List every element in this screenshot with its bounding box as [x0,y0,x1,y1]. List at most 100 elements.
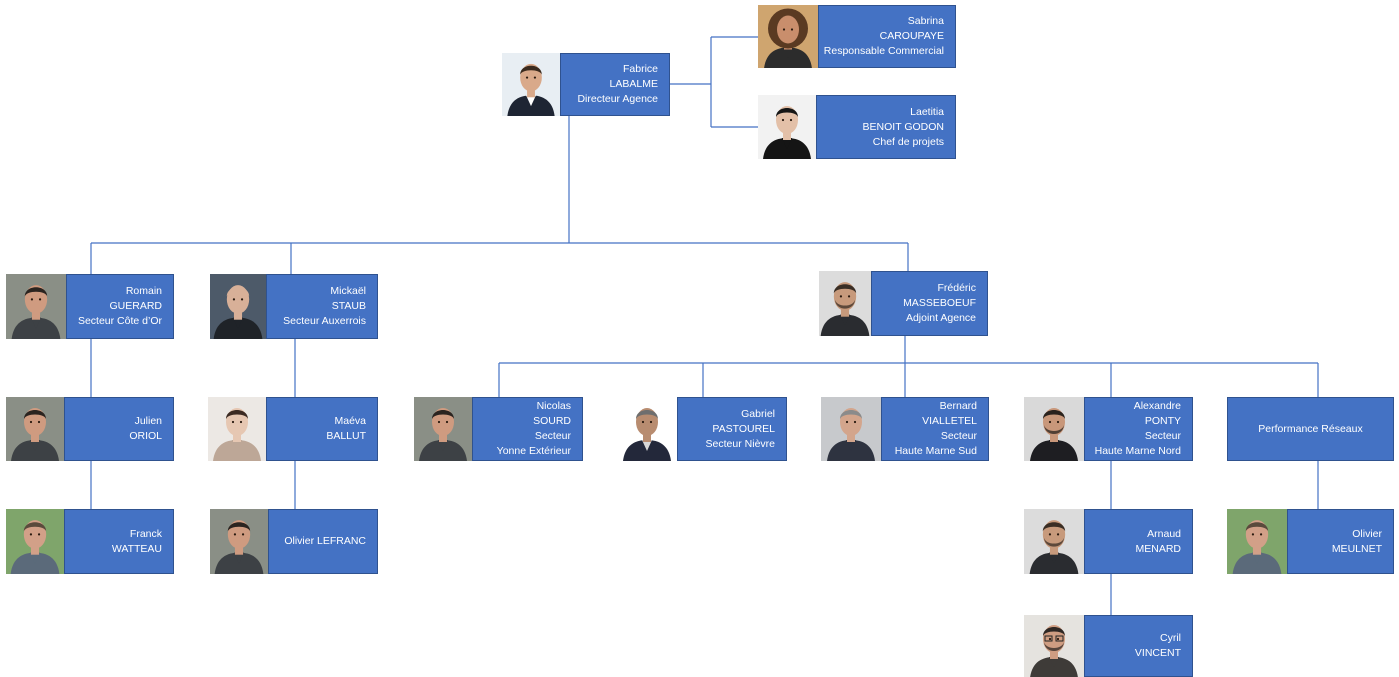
person-photo-icon [1024,397,1084,461]
org-node-text: MASSEBOEUF [903,297,976,309]
org-node-text: Alexandre [1133,400,1181,412]
org-node-text: Laetitia [910,105,944,118]
person-photo-icon [1024,509,1084,574]
org-node-text: Frédéric [937,282,976,294]
org-node-text: Secteur Nièvre [705,437,775,450]
person-photo-icon [1024,615,1084,677]
org-node-text: Arnaud [1147,527,1181,540]
person-photo-icon [210,509,268,574]
org-node-label: Performance Réseaux [1227,397,1394,461]
org-node-text: Cyril [1160,632,1181,644]
org-node-text: Maéva [334,415,366,427]
org-node-text: Secteur [534,430,571,442]
person-photo-icon [208,397,266,461]
org-node-text: Romain [125,285,162,297]
org-node-text: BENOIT GODON [862,120,944,133]
org-node-text: MENARD [1135,542,1181,555]
org-node-text: Secteur [1144,430,1181,442]
person-photo-icon [502,53,560,116]
org-node-text: Fabrice [622,63,658,75]
org-node-text: Haute Marne Nord [1094,445,1181,457]
person-photo-icon [414,397,472,461]
org-node-text: ORIOL [129,430,162,442]
org-node-text: Olivier [1352,527,1382,540]
person-photo-icon [210,274,266,339]
org-node-text: Performance Réseaux [1258,422,1363,435]
org-node-text: Franck [129,527,162,540]
org-node-label: Olivier LEFRANC [268,509,378,574]
org-node-text: Directeur Agence [577,93,658,105]
org-node-perf: Performance Réseaux [1227,397,1394,461]
org-node-text: Bernard [939,400,977,412]
org-node-text: STAUB [331,300,366,312]
person-photo-icon [821,397,881,461]
org-node-text: Adjoint Agence [905,312,976,324]
org-node-olivierl: Olivier LEFRANC [210,509,378,574]
org-node-text: Mickaël [330,285,366,297]
org-node-text: VINCENT [1134,647,1181,659]
person-photo-icon [6,274,66,339]
org-node-text: Olivier LEFRANC [284,535,366,547]
org-node-text: GUERARD [109,300,162,312]
person-photo-icon [819,271,871,336]
org-node-text: Secteur Côte d’Or [77,315,162,327]
org-node-text: PONTY [1144,415,1181,427]
org-node-text: Gabriel [741,407,775,420]
person-photo-icon [617,397,677,461]
org-node-text: MEULNET [1331,542,1382,555]
org-node-text: Yonne Extérieur [496,445,571,457]
person-photo-icon [758,95,816,159]
org-node-text: WATTEAU [111,542,162,555]
person-photo-icon [6,509,64,574]
person-photo-icon [1227,509,1287,574]
org-node-text: BALLUT [326,430,366,442]
org-node-text: Nicolas [536,400,571,412]
org-node-text: Sabrina [907,15,944,27]
org-node-text: VIALLETEL [922,415,977,427]
org-node-text: Chef de projets [872,135,944,148]
person-photo-icon [6,397,64,461]
org-node-text: Responsable Commercial [823,45,944,57]
org-node-text: Secteur Auxerrois [283,315,366,327]
person-photo-icon [758,5,818,68]
org-node-text: CAROUPAYE [879,30,944,42]
org-node-text: Secteur [940,430,977,442]
org-node-text: Haute Marne Sud [894,445,977,457]
org-node-text: Julien [134,415,162,427]
org-node-text: SOURD [533,415,571,427]
org-node-text: PASTOUREL [712,422,775,435]
